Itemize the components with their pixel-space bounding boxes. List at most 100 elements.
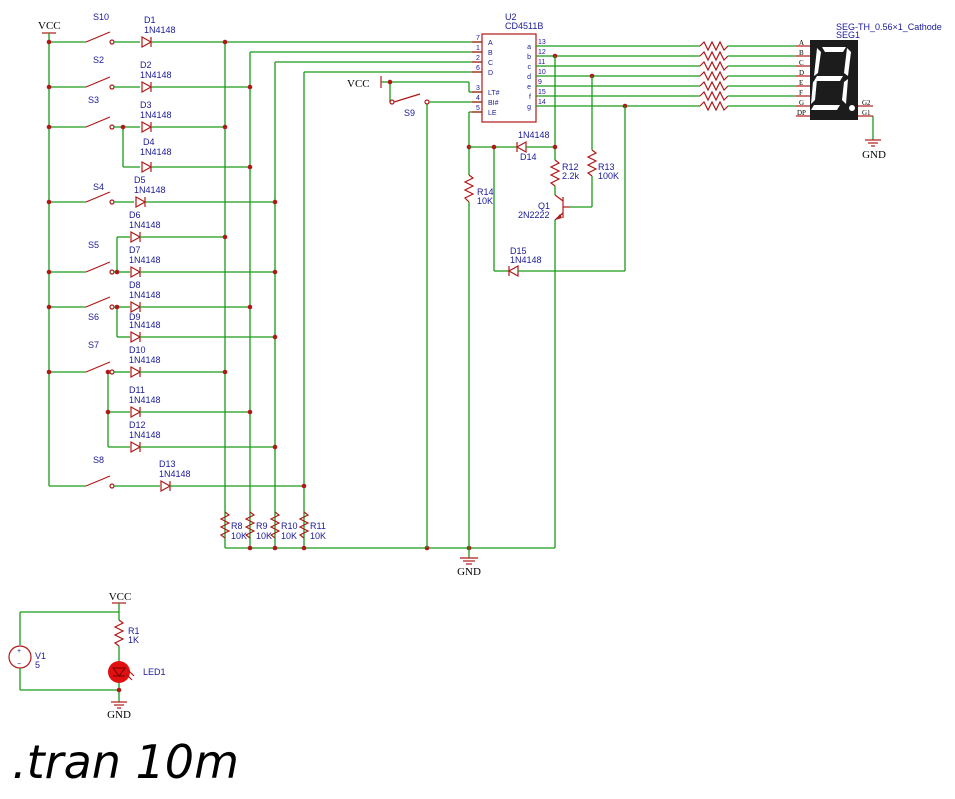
diode-d9: D9 1N4148	[129, 312, 275, 344]
svg-text:C: C	[799, 59, 804, 67]
svg-text:VCC: VCC	[109, 591, 132, 603]
resistor-r12: R12 2.2k	[549, 159, 580, 187]
switch-label: S3	[88, 95, 99, 105]
svg-text:+: +	[17, 648, 21, 655]
switch-s6[interactable]: S6	[49, 296, 130, 322]
svg-text:DP: DP	[797, 109, 806, 117]
resistor-r13: R13 100K	[586, 149, 619, 181]
svg-text:D9: D9	[129, 312, 141, 322]
switch-label: S6	[88, 312, 99, 322]
gnd-symbol-led: GND	[107, 701, 131, 721]
svg-text:4: 4	[476, 95, 480, 102]
resistor-r9: R9 10K	[244, 511, 272, 541]
svg-text:13: 13	[538, 39, 546, 46]
svg-text:1N4148: 1N4148	[140, 70, 172, 80]
svg-text:1N4148: 1N4148	[518, 130, 550, 140]
svg-text:1N4148: 1N4148	[129, 290, 161, 300]
svg-text:G: G	[799, 99, 804, 107]
svg-text:b: b	[527, 54, 531, 61]
switch-label: S9	[404, 108, 415, 118]
svg-text:B: B	[488, 50, 493, 57]
svg-text:a: a	[527, 44, 531, 51]
voltage-source-v1: + − V1 5	[8, 645, 46, 670]
svg-text:6: 6	[476, 65, 480, 72]
gnd-symbol-display: GND	[862, 139, 886, 161]
svg-text:D13: D13	[159, 459, 176, 469]
switch-s10[interactable]: S10	[49, 12, 140, 45]
svg-text:GND: GND	[862, 149, 886, 161]
svg-text:R11: R11	[310, 521, 326, 531]
svg-text:1N4148: 1N4148	[129, 395, 161, 405]
diode-d4: D4 1N4148	[140, 137, 250, 174]
svg-text:D15: D15	[510, 246, 527, 256]
diode-d8: D8 1N4148	[129, 280, 250, 314]
resistor-r1: R1 1K	[113, 619, 140, 647]
svg-text:1N4148: 1N4148	[140, 110, 172, 120]
svg-text:R14: R14	[477, 187, 494, 197]
svg-text:c: c	[528, 64, 532, 71]
svg-text:3: 3	[476, 85, 480, 92]
svg-text:D6: D6	[129, 210, 141, 220]
diode-d5: D5 1N4148	[134, 175, 275, 209]
svg-text:10K: 10K	[256, 531, 272, 541]
diode-d14: 1N4148 D14	[515, 130, 550, 162]
svg-text:f: f	[529, 94, 531, 101]
seven-segment-display: SEG-TH_0.56×1_Cathode SEG1 A B C D E F G…	[796, 22, 942, 120]
svg-text:R10: R10	[281, 521, 298, 531]
vcc-symbol-left: VCC	[38, 20, 61, 486]
svg-text:10K: 10K	[231, 531, 247, 541]
svg-text:U2: U2	[505, 12, 517, 22]
switch-s3[interactable]: S3	[49, 95, 140, 130]
svg-text:10: 10	[538, 69, 546, 76]
svg-text:7: 7	[476, 35, 480, 42]
svg-text:D12: D12	[129, 420, 146, 430]
svg-text:LT#: LT#	[488, 90, 500, 97]
resistor-r14: R14 10K	[463, 174, 494, 206]
svg-text:A: A	[488, 40, 493, 47]
svg-text:1: 1	[476, 45, 480, 52]
resistor-r8: R8 10K	[219, 511, 247, 541]
switch-label: S2	[93, 55, 104, 65]
svg-text:1N4148: 1N4148	[129, 220, 161, 230]
svg-text:1N4148: 1N4148	[129, 430, 161, 440]
svg-text:BI#: BI#	[488, 100, 499, 107]
switch-s5[interactable]: S5	[49, 240, 130, 275]
svg-text:14: 14	[538, 99, 546, 106]
svg-text:D2: D2	[140, 60, 152, 70]
svg-text:D10: D10	[129, 345, 146, 355]
svg-text:12: 12	[538, 49, 546, 56]
diode-d13: D13 1N4148	[159, 459, 304, 493]
switch-label: S8	[93, 455, 104, 465]
svg-text:R13: R13	[598, 162, 615, 172]
svg-text:2N2222: 2N2222	[518, 210, 550, 220]
svg-text:LE: LE	[488, 110, 497, 117]
svg-text:VCC: VCC	[347, 78, 370, 90]
switch-s9[interactable]: S9	[389, 82, 430, 118]
switch-label: S5	[88, 240, 99, 250]
svg-text:1N4148: 1N4148	[140, 147, 172, 157]
gnd-symbol-main: GND	[457, 557, 481, 578]
svg-text:D4: D4	[143, 137, 155, 147]
svg-text:GND: GND	[107, 709, 131, 721]
switch-label: S4	[93, 182, 104, 192]
svg-text:D: D	[488, 70, 493, 77]
switch-s7[interactable]: S7	[49, 340, 130, 375]
switch-s2[interactable]: S2	[49, 55, 140, 90]
svg-text:D3: D3	[140, 100, 152, 110]
svg-text:2: 2	[476, 55, 480, 62]
svg-text:E: E	[799, 79, 803, 87]
svg-text:11: 11	[538, 59, 545, 66]
switch-s4[interactable]: S4	[49, 182, 134, 205]
svg-text:V1: V1	[35, 651, 46, 661]
svg-text:1N4148: 1N4148	[129, 255, 161, 265]
svg-text:15: 15	[538, 89, 546, 96]
svg-text:10K: 10K	[281, 531, 297, 541]
resistor-r10: R10 10K	[269, 511, 298, 541]
svg-text:10K: 10K	[477, 196, 493, 206]
svg-text:1N4148: 1N4148	[129, 355, 161, 365]
diode-d2: D2 1N4148	[140, 60, 250, 94]
svg-text:G2: G2	[862, 99, 871, 107]
switch-s8[interactable]: S8	[49, 455, 160, 489]
junctions-left	[46, 39, 472, 551]
